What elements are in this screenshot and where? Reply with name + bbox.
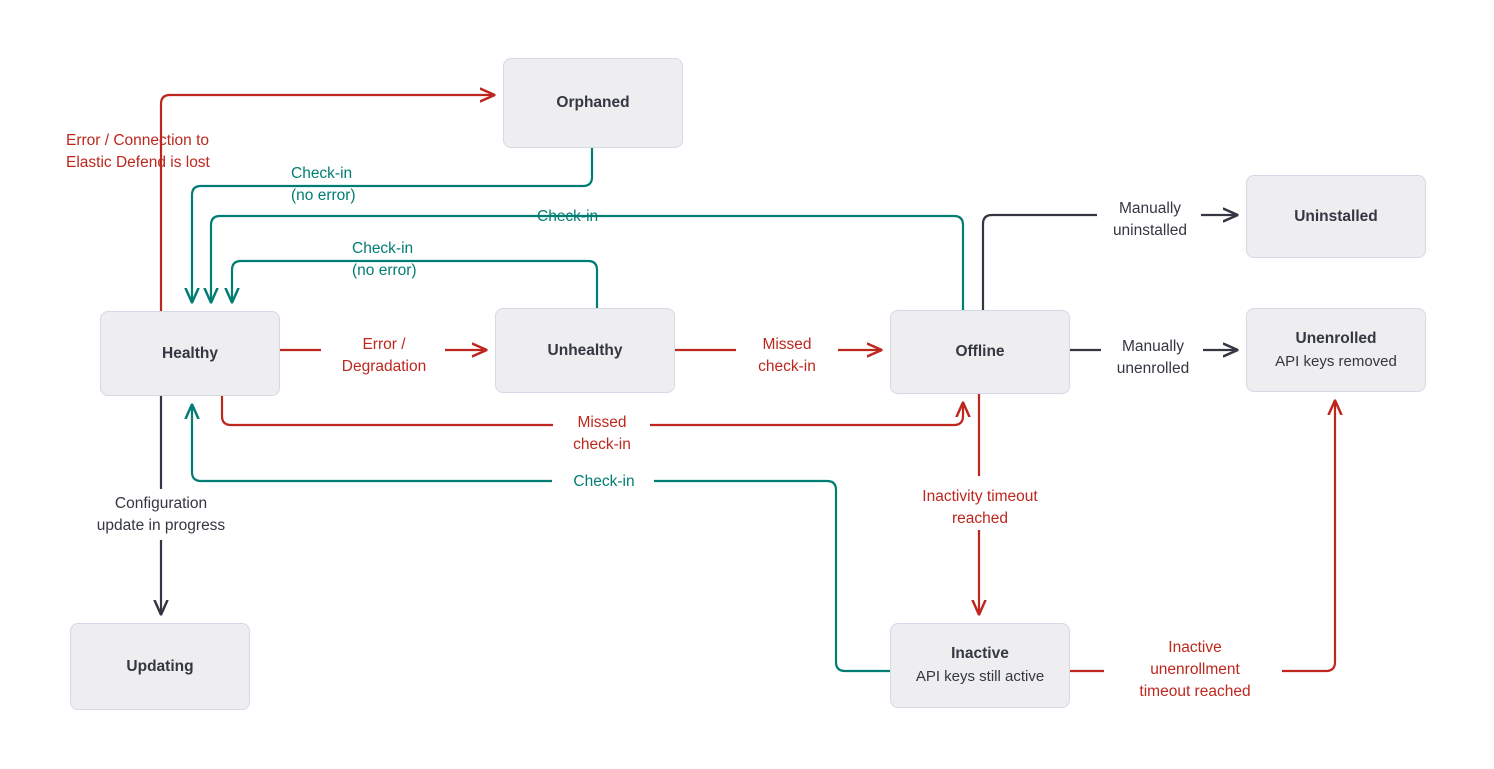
edge-healthy-to-offline-missed-head [650, 403, 963, 427]
node-unenrolled-subtitle: API keys removed [1275, 352, 1397, 370]
node-healthy-title: Healthy [162, 344, 218, 362]
edge-inactive-to-healthy [654, 479, 890, 673]
edge-label-offline-to-uninstalled: Manually uninstalled [1112, 200, 1188, 239]
edge-orphaned-to-healthy [192, 148, 594, 302]
node-offline-title: Offline [955, 343, 1005, 361]
edge-offline-to-uninstalled [981, 213, 1097, 310]
edge-label-offline-to-inactive: Inactivity timeout reached [922, 488, 1038, 527]
edge-label-offline-to-healthy-checkin: Check-in [537, 208, 599, 225]
node-unenrolled-title: Unenrolled [1295, 329, 1377, 347]
edge-offline-to-healthy-checkin [211, 214, 965, 310]
edge-label-unhealthy-to-healthy: Check-in (no error) [352, 240, 417, 279]
edge-healthy-to-orphaned [159, 95, 494, 311]
node-unhealthy[interactable]: Unhealthy [495, 308, 675, 393]
edge-label-healthy-to-unhealthy: Error / Degradation [341, 336, 427, 375]
node-updating-title: Updating [126, 657, 194, 675]
edge-inactive-to-healthy-head [192, 405, 552, 483]
node-unenrolled[interactable]: Unenrolled API keys removed [1246, 308, 1426, 392]
edge-label-healthy-to-offline-missed: Missed check-in [573, 414, 631, 453]
edge-label-offline-to-unenrolled: Manually unenrolled [1116, 338, 1190, 377]
node-orphaned[interactable]: Orphaned [503, 58, 683, 148]
node-offline[interactable]: Offline [890, 310, 1070, 394]
edge-label-unhealthy-to-offline: Missed check-in [758, 336, 816, 375]
node-inactive[interactable]: Inactive API keys still active [890, 623, 1070, 708]
node-healthy[interactable]: Healthy [100, 311, 280, 396]
node-inactive-title: Inactive [951, 645, 1009, 663]
edge-inactive-to-unenrolled-head [1282, 401, 1335, 673]
edge-label-inactive-to-unenrolled: Inactive unenrollment timeout reached [1139, 639, 1251, 700]
edge-label-orphaned-to-healthy: Check-in (no error) [291, 165, 356, 204]
node-unhealthy-title: Unhealthy [547, 341, 623, 359]
edge-label-inactive-to-healthy: Check-in [573, 473, 635, 490]
node-orphaned-title: Orphaned [556, 94, 630, 112]
edge-label-healthy-to-updating: Configuration update in progress [96, 495, 226, 534]
edge-healthy-to-offline-missed [220, 396, 553, 427]
node-inactive-subtitle: API keys still active [915, 668, 1045, 686]
node-uninstalled[interactable]: Uninstalled [1246, 175, 1426, 258]
edge-label-healthy-to-orphaned: Error / Connection to Elastic Defend is … [66, 132, 210, 171]
edge-unhealthy-to-healthy [232, 259, 599, 308]
node-updating[interactable]: Updating [70, 623, 250, 710]
node-uninstalled-title: Uninstalled [1294, 207, 1378, 225]
